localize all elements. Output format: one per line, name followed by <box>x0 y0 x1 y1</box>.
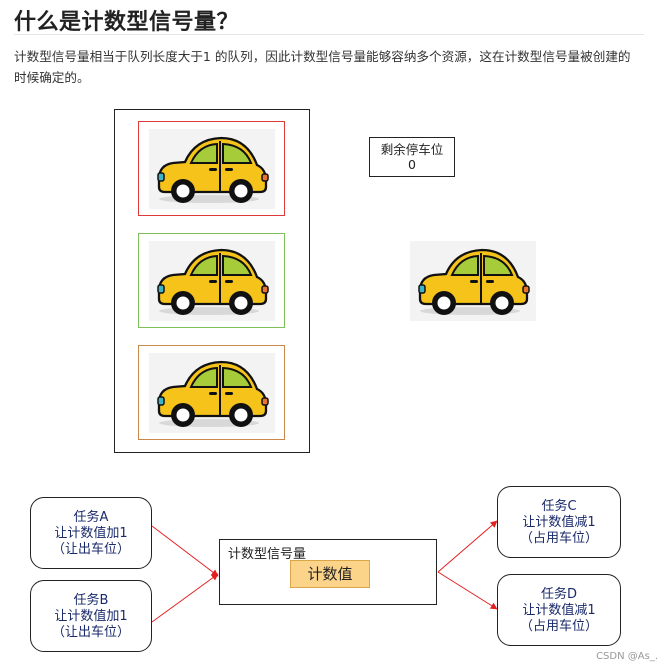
waiting-car-image <box>410 241 536 321</box>
task-b-name: 任务B <box>73 593 109 608</box>
semaphore-label: 计数型信号量 <box>228 547 307 562</box>
semaphore-box: 计数型信号量 计数值 <box>219 539 437 605</box>
task-c-action: 让计数值减1 <box>522 515 596 530</box>
arrow-semaphore-to-c <box>437 520 498 573</box>
task-d-action: 让计数值减1 <box>522 603 596 618</box>
parking-slot-1 <box>138 121 285 216</box>
arrow-a-to-semaphore <box>151 525 219 577</box>
task-b-box: 任务B 让计数值加1 （让出车位） <box>30 580 152 652</box>
count-value-box: 计数值 <box>290 560 370 588</box>
task-c-name: 任务C <box>541 499 577 514</box>
arrow-b-to-semaphore <box>151 573 219 623</box>
task-b-action: 让计数值加1 <box>54 609 128 624</box>
task-d-note: （占用车位） <box>519 619 598 634</box>
task-c-note: （占用车位） <box>519 531 598 546</box>
task-a-box: 任务A 让计数值加1 （让出车位） <box>30 497 152 569</box>
car-image <box>149 353 275 433</box>
car-icon <box>149 241 275 321</box>
task-a-action: 让计数值加1 <box>54 526 128 541</box>
remaining-spots-value: 0 <box>408 157 416 172</box>
parking-slot-3 <box>138 345 285 440</box>
task-a-note: （让出车位） <box>51 542 130 557</box>
task-a-name: 任务A <box>73 510 109 525</box>
car-icon <box>410 241 536 321</box>
watermark: CSDN @As_. <box>596 651 658 662</box>
car-icon <box>149 353 275 433</box>
parking-lot <box>114 109 310 453</box>
remaining-spots-label: 剩余停车位 <box>380 142 444 157</box>
parking-slot-2 <box>138 233 285 328</box>
car-icon <box>149 129 275 209</box>
page-title: 什么是计数型信号量？ <box>14 10 240 35</box>
task-b-note: （让出车位） <box>51 625 130 640</box>
title-divider <box>14 34 644 35</box>
task-c-box: 任务C 让计数值减1 （占用车位） <box>497 486 621 558</box>
car-image <box>149 129 275 209</box>
arrow-semaphore-to-d <box>437 571 498 610</box>
remaining-spots-box: 剩余停车位 0 <box>369 137 455 177</box>
task-d-name: 任务D <box>540 587 577 602</box>
task-d-box: 任务D 让计数值减1 （占用车位） <box>497 574 621 646</box>
car-image <box>149 241 275 321</box>
intro-paragraph: 计数型信号量相当于队列长度大于1 的队列，因此计数型信号量能够容纳多个资源，这在… <box>14 49 631 85</box>
